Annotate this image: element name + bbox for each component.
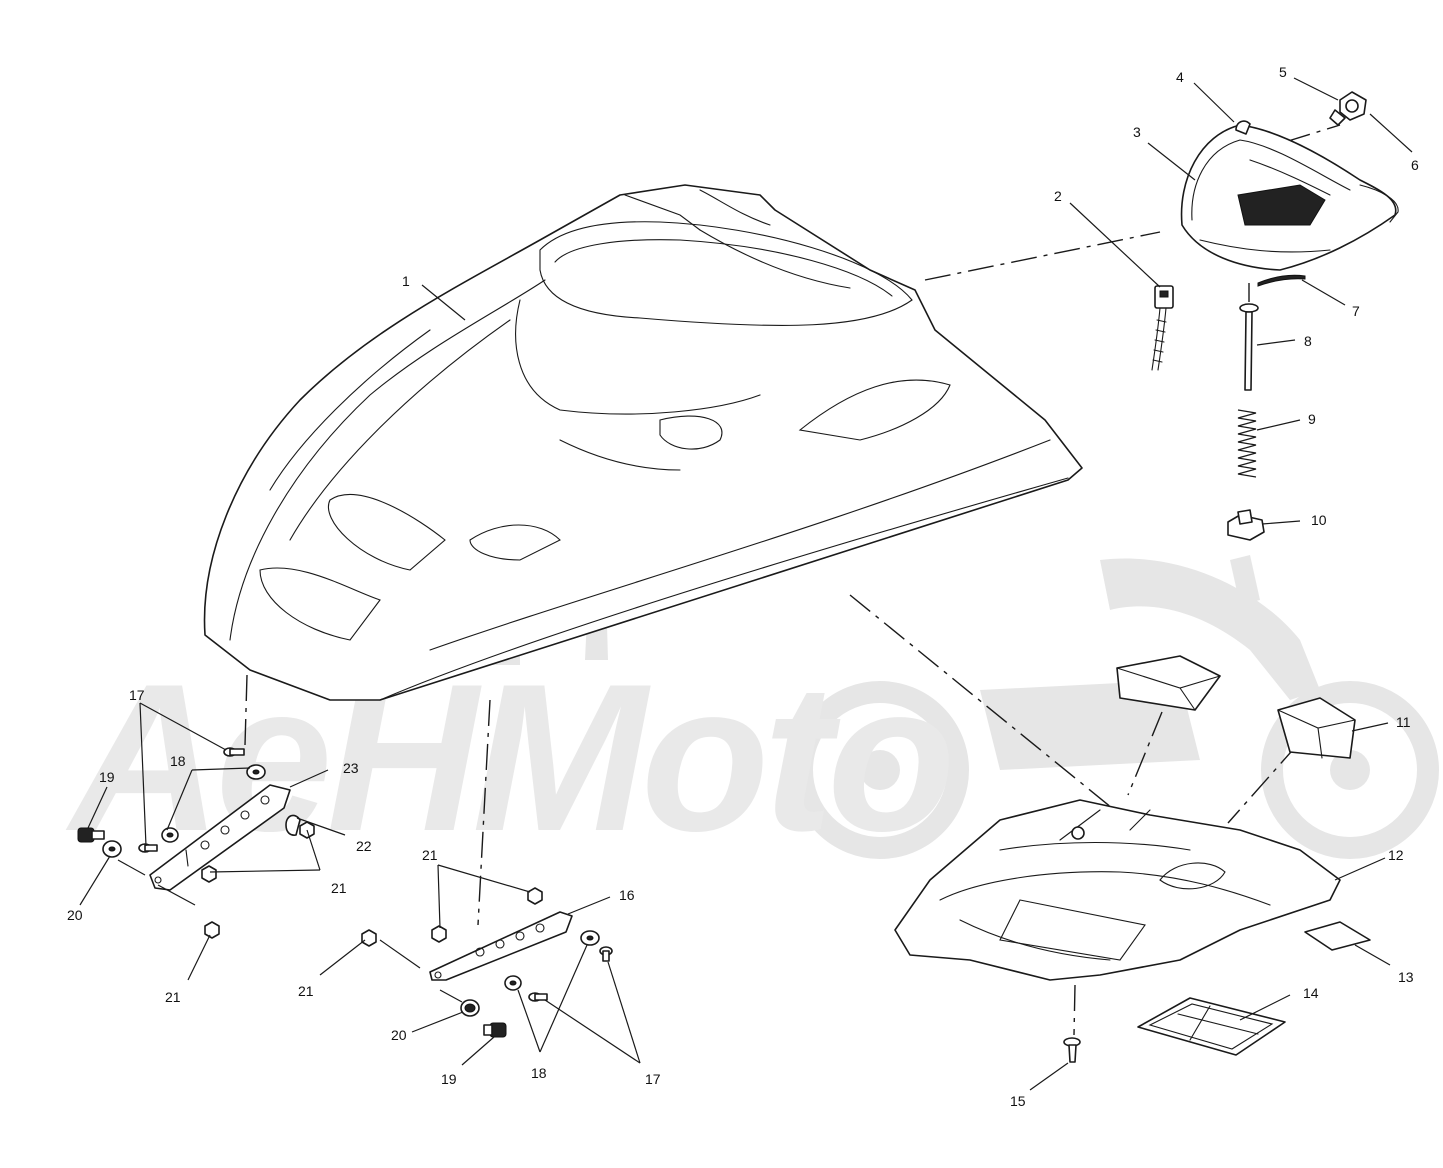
filter-screen-part-14 [1137,997,1286,1056]
callout-10: 10 [1311,512,1327,528]
bracket-part-16 [429,911,573,981]
grip-part-10 [1227,509,1265,541]
callout-7: 7 [1352,303,1360,319]
callout-17-left: 17 [129,687,145,703]
callout-6: 6 [1411,157,1419,173]
connector-part-2 [1151,285,1174,371]
callout-8: 8 [1304,333,1312,349]
foam-block-part-11 [1116,655,1356,759]
callout-12: 12 [1388,847,1404,863]
screw-part-15 [1063,1037,1081,1063]
pin-part-8 [1239,303,1259,391]
callout-16: 16 [619,887,635,903]
callout-20-right: 20 [391,1027,407,1043]
callout-23: 23 [343,760,359,776]
label-part-13 [1304,921,1371,951]
callout-labels: 1 2 3 4 5 6 7 8 9 10 11 12 13 14 15 16 1… [67,64,1419,1109]
leader-lines [79,77,1413,1091]
hood-part-1 [203,184,1083,701]
callout-4: 4 [1176,69,1184,85]
bolt-part-19 [77,827,507,1038]
washer-part-18 [161,764,600,991]
hardware [77,747,613,1038]
callout-1: 1 [402,273,410,289]
clamp-part-22 [285,814,301,836]
callout-9: 9 [1308,411,1316,427]
callout-21-c: 21 [298,983,314,999]
bolt-part-17 [138,747,613,1002]
windshield-part-3 [1180,124,1399,271]
callout-2: 2 [1054,188,1062,204]
knob-part-5 [1329,91,1367,126]
nut-part-21 [201,821,543,947]
callout-21-b: 21 [165,989,181,1005]
callout-19-right: 19 [441,1071,457,1087]
callout-18-left: 18 [170,753,186,769]
callout-15: 15 [1010,1093,1026,1109]
callout-11: 11 [1396,714,1411,730]
bracket-part-23 [149,784,291,891]
callout-22: 22 [356,838,372,854]
callout-20-left: 20 [67,907,83,923]
callout-21-a: 21 [331,880,347,896]
callout-21-d: 21 [422,847,438,863]
callout-13: 13 [1398,969,1414,985]
callout-17-right: 17 [645,1071,661,1087]
washer-part-20 [102,840,480,1017]
seal-part-7 [1257,274,1306,287]
assembly-lines [244,124,1341,1036]
spring-part-9 [1237,409,1257,478]
belly-pan-part-12 [894,799,1341,981]
callout-19-left: 19 [99,769,115,785]
callout-18-right: 18 [531,1065,547,1081]
callout-3: 3 [1133,124,1141,140]
callout-14: 14 [1303,985,1319,1001]
callout-5: 5 [1279,64,1287,80]
clip-part-4 [1235,120,1251,135]
